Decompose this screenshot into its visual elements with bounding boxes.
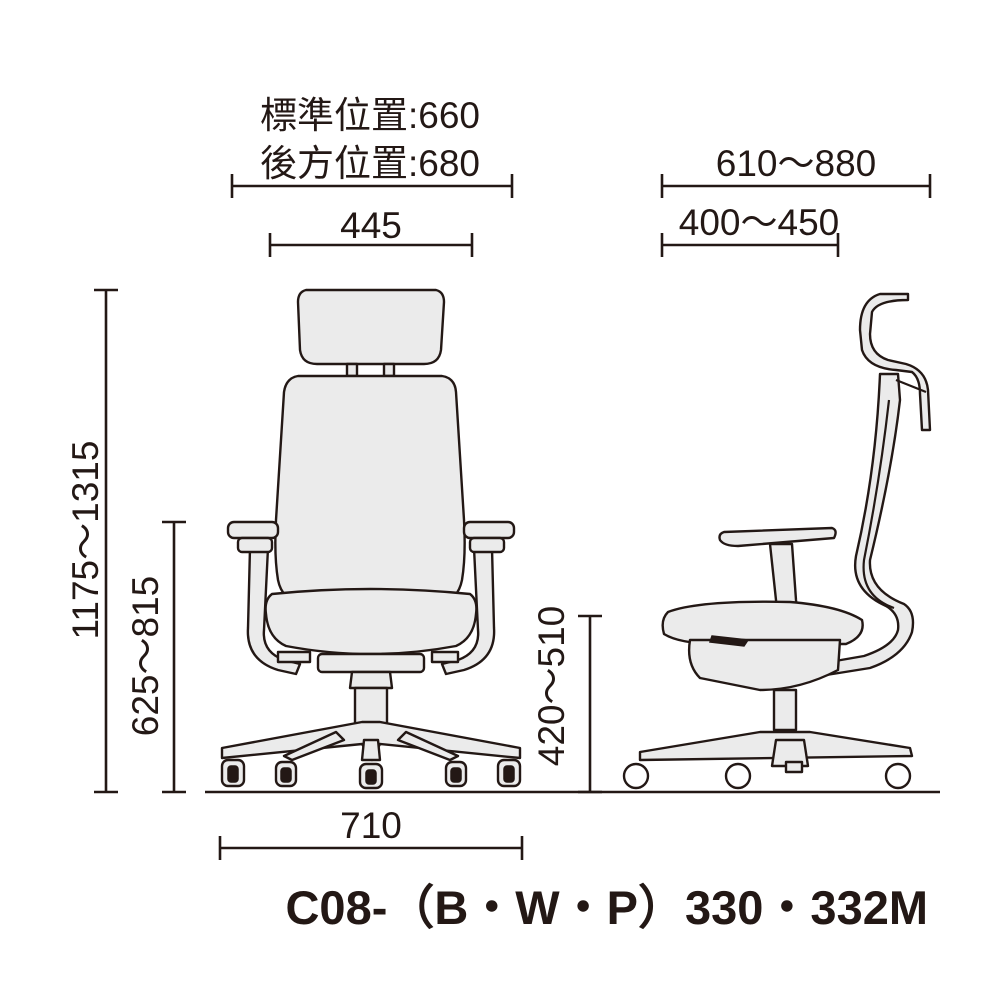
dimension-lines <box>94 174 940 860</box>
label-top-width-back: 後方位置:680 <box>260 143 480 184</box>
seat <box>264 587 478 656</box>
label-backrest-width: 445 <box>340 205 402 246</box>
label-side-depth: 610～880 <box>716 143 876 184</box>
label-base-width: 710 <box>340 805 402 846</box>
side-mechanism <box>687 638 842 692</box>
right-armrest-pad <box>462 520 516 540</box>
side-gas-cylinder <box>772 688 798 732</box>
side-headrest <box>858 292 932 432</box>
label-armrest-height: 625～815 <box>125 576 166 736</box>
headrest <box>296 288 446 366</box>
side-view-chair <box>622 292 932 790</box>
side-casters <box>622 760 912 790</box>
gas-cylinder <box>353 686 389 728</box>
label-top-width-standard: 標準位置:660 <box>260 95 480 136</box>
side-armrest <box>718 526 837 548</box>
label-total-height: 1175～1315 <box>65 441 106 640</box>
backrest <box>274 374 466 606</box>
front-view-chair <box>220 288 522 790</box>
side-seat <box>661 600 864 646</box>
front-casters <box>220 758 522 790</box>
seat-mechanism <box>316 652 426 674</box>
model-name: C08-（B・W・P）330・332M <box>285 881 928 934</box>
right-arm-support <box>440 546 496 676</box>
left-arm-support <box>246 546 302 676</box>
label-seat-depth: 400～450 <box>679 202 839 243</box>
label-seat-height: 420～510 <box>531 606 572 766</box>
left-armrest-pad <box>226 520 280 540</box>
